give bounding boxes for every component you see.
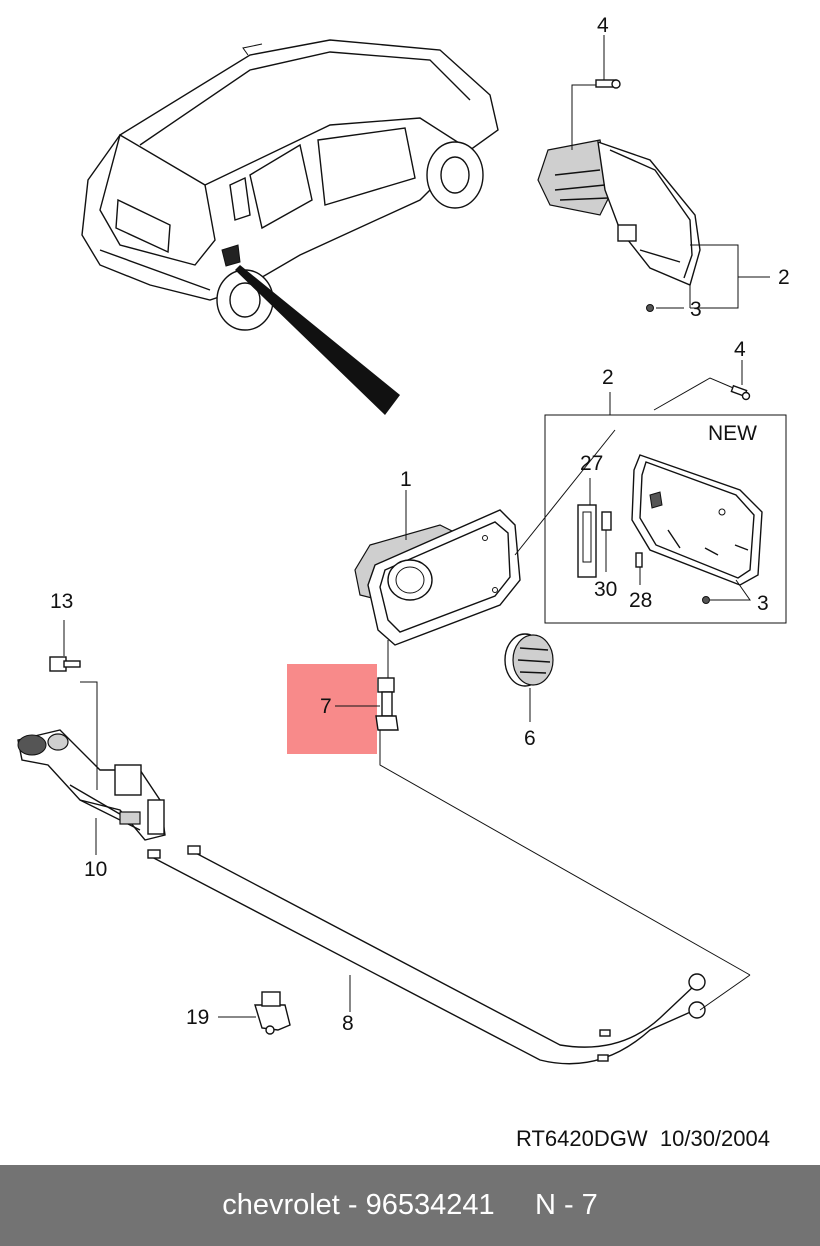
bolt-4-box (730, 360, 751, 401)
footer-separator: - (339, 1189, 366, 1221)
leader-2-top (689, 244, 770, 309)
footer-brand: chevrolet (222, 1189, 340, 1221)
footer-gap (495, 1189, 535, 1222)
label-part-2-box: 2 (602, 366, 614, 389)
release-cable-part-8 (147, 845, 751, 1065)
reference-date: 10/30/2004 (659, 1126, 770, 1151)
label-part-6: 6 (524, 727, 536, 750)
label-part-28: 28 (629, 589, 652, 612)
footer-bar: chevrolet - 96534241 N - 7 (0, 1165, 820, 1246)
bolt-part-13 (49, 620, 98, 790)
fuel-door-old (537, 139, 701, 312)
label-part-19: 19 (186, 1006, 209, 1029)
label-part-13: 13 (50, 590, 73, 613)
parts-diagram: 4 2 3 NEW 27 30 28 3 2 4 (17, 14, 790, 1065)
leader-2-box (609, 377, 739, 415)
label-part-4-box: 4 (734, 338, 746, 361)
label-part-8: 8 (342, 1012, 354, 1035)
label-part-4-top: 4 (597, 14, 609, 37)
release-lever-part-10 (17, 729, 166, 855)
label-part-10: 10 (84, 858, 107, 881)
highlight-part-7 (287, 664, 377, 754)
label-new: NEW (708, 422, 757, 445)
footer-section: N - 7 (534, 1189, 598, 1221)
label-part-2-top: 2 (778, 266, 790, 289)
label-part-30: 30 (594, 578, 617, 601)
new-parts-box: NEW (544, 414, 787, 624)
fuel-cap-part-6 (504, 633, 554, 722)
drawing-reference: RT6420DGW 10/30/2004 (516, 1126, 770, 1152)
car-illustration (81, 39, 499, 415)
label-part-7: 7 (320, 695, 332, 718)
actuator-part-7 (335, 640, 751, 976)
filler-housing-part-1 (354, 429, 616, 646)
clip-part-19 (218, 991, 291, 1035)
label-part-1: 1 (400, 468, 412, 491)
bolt-4-top (571, 35, 621, 150)
label-part-3-box: 3 (757, 592, 769, 615)
reference-code: RT6420DGW (516, 1126, 648, 1151)
label-part-3-top: 3 (690, 298, 702, 321)
label-part-27: 27 (580, 452, 603, 475)
footer-part-number: 96534241 (365, 1189, 495, 1221)
